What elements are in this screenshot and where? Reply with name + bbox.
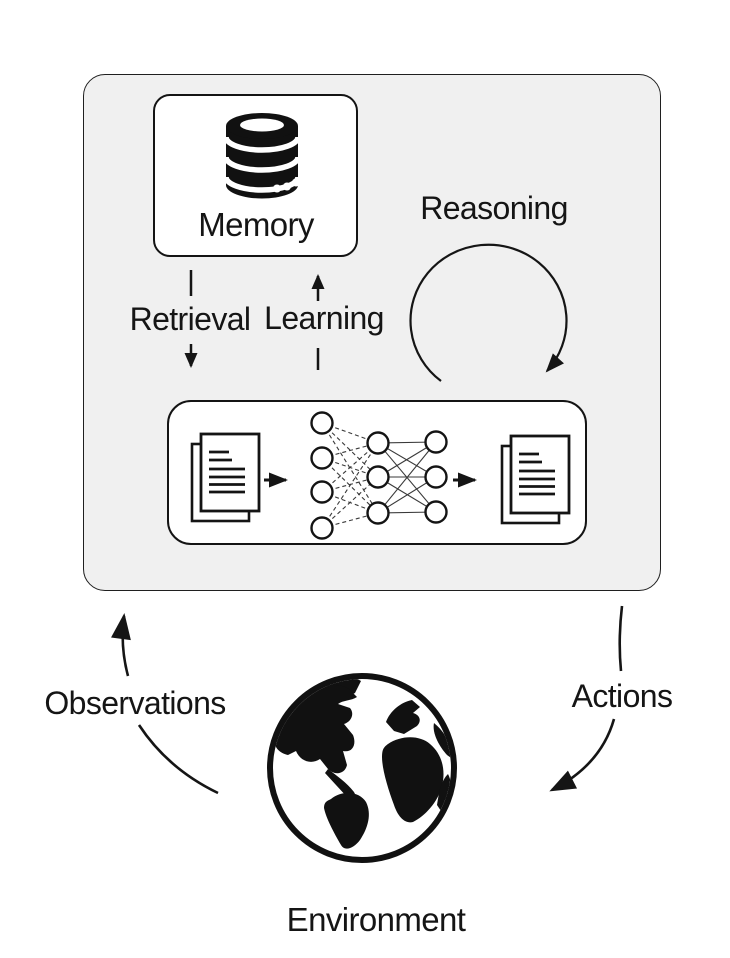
memory-label: Memory: [198, 206, 314, 243]
learning-label: Learning: [264, 300, 384, 336]
globe-earth-icon: [267, 673, 457, 863]
reasoning-label: Reasoning: [420, 190, 568, 226]
observations-label: Observations: [44, 685, 226, 721]
retrieval-label: Retrieval: [129, 301, 251, 337]
model-box: [167, 400, 587, 545]
actions-label: Actions: [571, 678, 673, 714]
environment-label: Environment: [286, 901, 466, 938]
